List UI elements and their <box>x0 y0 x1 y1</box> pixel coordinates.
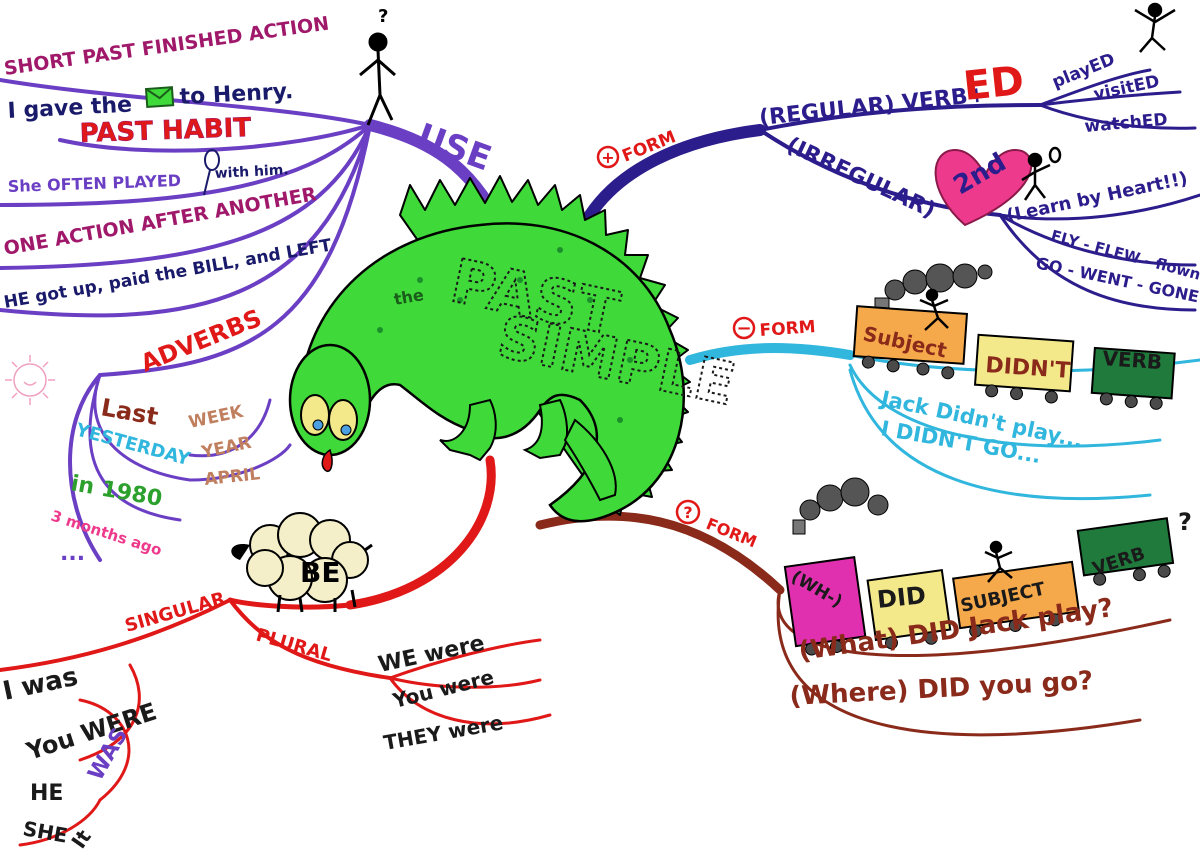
be-label: BE <box>300 556 340 589</box>
heart-icon <box>934 148 1033 227</box>
short-past-example-end: to Henry. <box>179 79 294 110</box>
question-example-where: (Where) DID you go? <box>789 666 1094 712</box>
stick-figure-icon <box>1134 2 1176 53</box>
stick-figure-icon <box>359 32 396 126</box>
positive-branch <box>584 68 1200 312</box>
title-small: the <box>392 285 425 309</box>
question-symbol-trailing: ? <box>1178 508 1192 536</box>
adverb-last-week: WEEK <box>187 402 246 433</box>
past-habit-heading: PAST HABIT <box>79 113 252 149</box>
negative-train-didnt: DIDN'T <box>985 353 1071 384</box>
envelope-icon <box>144 86 175 109</box>
svg-text:−: − <box>736 318 751 339</box>
train-icon <box>852 263 1176 410</box>
sun-icon <box>5 355 55 405</box>
short-past-heading: SHORT PAST FINISHED ACTION <box>3 13 331 80</box>
past-habit-example-end: with him. <box>214 162 289 182</box>
singular-he: HE <box>30 781 63 806</box>
adverb-last-year: YEAR <box>199 433 253 463</box>
svg-text:?: ? <box>683 503 692 522</box>
question-mark-icon: ? <box>378 6 388 27</box>
svg-text:+: + <box>601 148 614 167</box>
singular-label: SINGULAR <box>123 588 228 637</box>
question-train-did: DID <box>876 581 927 614</box>
negative-train-verb: VERB <box>1102 346 1163 374</box>
stick-figure-icon <box>1021 146 1062 201</box>
positive-symbol: + <box>596 145 620 169</box>
adverb-last-april: APRIL <box>203 464 261 490</box>
tennis-racket-icon <box>203 149 220 196</box>
smoke-icon <box>884 263 993 301</box>
smoke-icon <box>799 477 889 521</box>
negative-symbol: − <box>732 316 756 340</box>
irregular-label: (IRREGULAR) <box>782 133 939 224</box>
adverb-ellipsis: ... <box>60 541 85 566</box>
negative-form-label: FORM <box>759 317 816 341</box>
adverb-in-1980: in 1980 <box>69 471 164 512</box>
adverb-last: Last <box>99 393 160 431</box>
regular-example-watched: watchED <box>1084 110 1169 137</box>
use-branch <box>0 78 506 562</box>
question-symbol: ? <box>675 499 701 525</box>
past-habit-example: She OFTEN PLAYED <box>7 171 181 196</box>
regular-label: (REGULAR) VERB+ <box>758 82 987 131</box>
regular-suffix: ED <box>961 58 1026 110</box>
sheep-icon <box>231 512 373 613</box>
train-icon <box>783 477 1175 656</box>
plural-label: PLURAL <box>254 625 335 667</box>
dragon-icon <box>288 175 691 523</box>
